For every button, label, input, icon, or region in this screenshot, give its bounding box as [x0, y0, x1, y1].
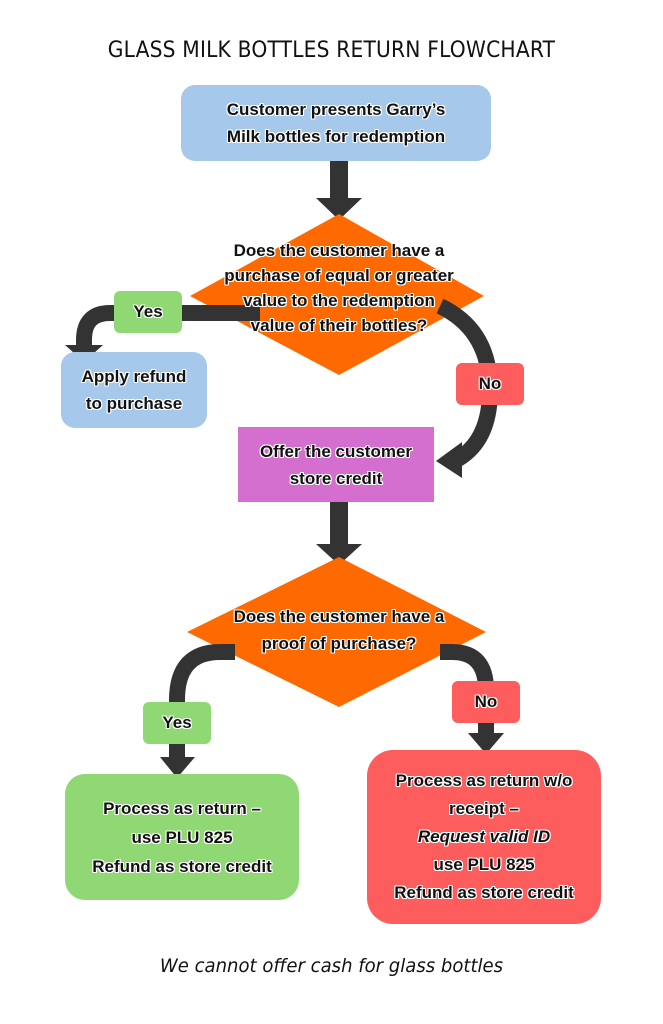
footer-note: We cannot offer cash for glass bottles: [159, 955, 504, 977]
process-return-line: Refund as store credit: [92, 856, 272, 876]
no-receipt-line: Refund as store credit: [394, 883, 574, 902]
offer-credit-line: store credit: [289, 468, 383, 488]
decision2-diamond: [187, 557, 486, 707]
decision2-no-label: No: [452, 681, 520, 723]
apply-refund-node: Apply refund to purchase: [61, 352, 207, 428]
arrow-offer-to-decision2: [316, 500, 362, 565]
no-receipt-line-request-id: Request valid ID: [417, 827, 551, 846]
decision2-yes-label: Yes: [143, 702, 211, 744]
decision2-text: Does the customer have a proof of purcha…: [200, 603, 478, 657]
no-receipt-line: use PLU 825: [433, 855, 535, 874]
start-node: Customer presents Garry’s Milk bottles f…: [181, 85, 491, 161]
decision2-line: Does the customer have a: [233, 607, 445, 626]
start-node-line: Milk bottles for redemption: [226, 127, 446, 146]
arrow-start-to-decision1: [316, 160, 362, 220]
process-no-receipt-node: Process as return w/o receipt – Request …: [367, 750, 601, 924]
apply-refund-line: to purchase: [85, 394, 183, 413]
decision1-line: Does the customer have a: [233, 241, 445, 260]
decision1-no-label: No: [456, 363, 524, 405]
offer-credit-line: Offer the customer: [259, 441, 413, 461]
start-node-line: Customer presents Garry’s: [226, 100, 446, 119]
arrow-decision2-yes: [160, 644, 235, 778]
decision1-yes-label: Yes: [114, 291, 182, 333]
offer-credit-node: Offer the customer store credit: [238, 427, 434, 502]
no-receipt-line: Process as return w/o: [395, 771, 573, 790]
decision1-line: value of their bottles?: [250, 316, 428, 335]
decision1-line: value to the redemption: [243, 291, 435, 310]
flowchart-title: GLASS MILK BOTTLES RETURN FLOWCHART: [107, 38, 556, 63]
process-return-node: Process as return – use PLU 825 Refund a…: [65, 774, 299, 900]
no-receipt-line: receipt –: [449, 799, 519, 818]
decision2-line: proof of purchase?: [261, 634, 417, 653]
decision1-line: purchase of equal or greater: [224, 266, 454, 285]
decision1-text: Does the customer have a purchase of equ…: [200, 238, 478, 338]
process-return-line: use PLU 825: [131, 827, 233, 847]
decision1-diamond: [190, 214, 484, 375]
process-return-line: Process as return –: [103, 798, 261, 818]
apply-refund-line: Apply refund: [81, 367, 187, 386]
